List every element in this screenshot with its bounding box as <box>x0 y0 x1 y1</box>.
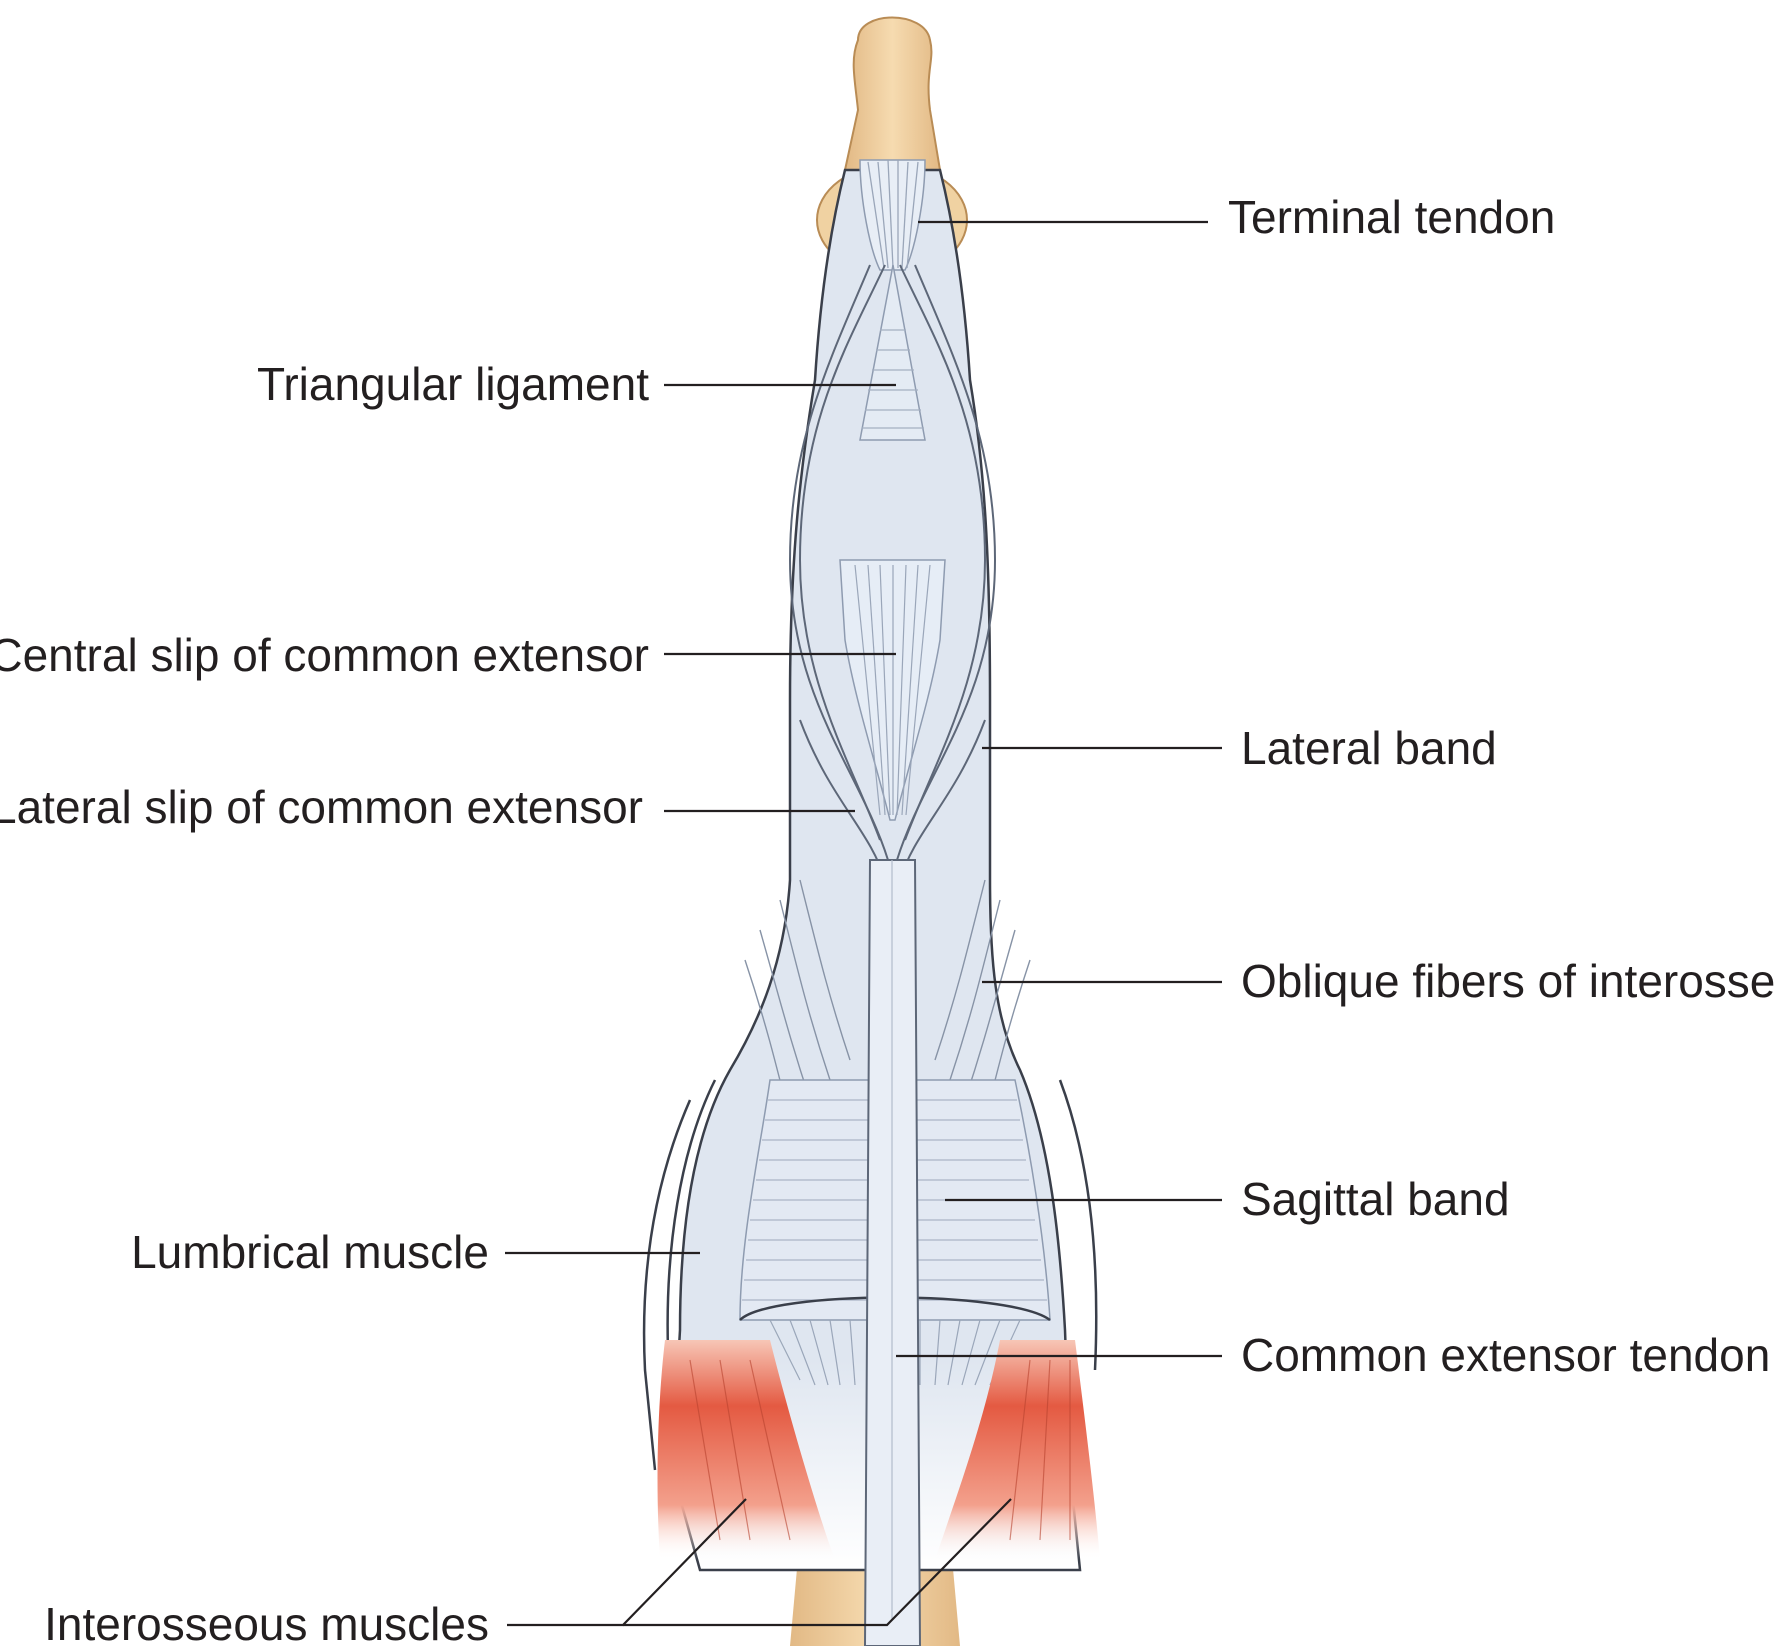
distal-phalanx-bone <box>843 16 942 171</box>
interosseous-muscle-right <box>935 1340 1100 1560</box>
label-oblique-fibers: Oblique fibers of interossei <box>1241 955 1777 1007</box>
label-common-extensor-tendon: Common extensor tendon <box>1241 1329 1770 1381</box>
label-lumbrical-muscle: Lumbrical muscle <box>131 1226 489 1278</box>
label-interosseous-muscles: Interosseous muscles <box>44 1598 489 1646</box>
label-terminal-tendon: Terminal tendon <box>1228 191 1555 243</box>
label-sagittal-band: Sagittal band <box>1241 1173 1510 1225</box>
label-triangular-ligament: Triangular ligament <box>257 358 649 410</box>
interosseous-muscle-left <box>657 1340 835 1560</box>
extensor-apparatus <box>642 159 1098 1646</box>
leader-interosseous-right <box>623 1498 1012 1627</box>
label-central-slip: Central slip of common extensor <box>0 629 649 681</box>
label-lateral-band: Lateral band <box>1241 722 1497 774</box>
label-lateral-slip: Lateral slip of common extensor <box>0 781 643 833</box>
leader-lines <box>505 220 1222 1627</box>
